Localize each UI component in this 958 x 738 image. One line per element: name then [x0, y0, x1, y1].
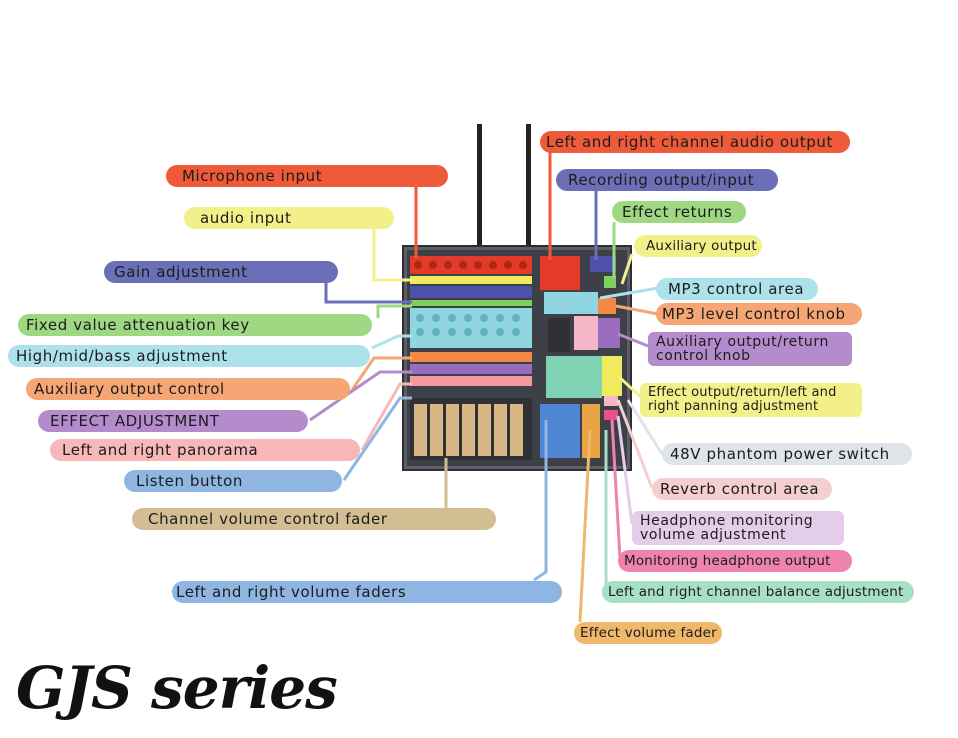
label-eq-adjustment: High/mid/bass adjustment	[8, 345, 370, 367]
label-effect-adjustment: EFFECT ADJUSTMENT	[38, 410, 308, 432]
label-fixed-attenuation: Fixed value attenuation key	[18, 314, 372, 336]
antenna-left	[477, 124, 482, 248]
label-headphone-volume: Headphone monitoring volume adjustment	[632, 511, 844, 545]
label-aux-output-control: Auxiliary output control	[26, 378, 350, 400]
mixer-console	[402, 245, 632, 471]
label-channel-fader: Channel volume control fader	[132, 508, 496, 530]
label-lr-panorama: Left and right panorama	[50, 439, 360, 461]
label-effect-returns: Effect returns	[612, 201, 746, 223]
left-leader-lines	[309, 186, 548, 582]
label-mp3-knob: MP3 level control knob	[656, 303, 862, 325]
label-aux-knob: Auxiliary output/return control knob	[648, 332, 852, 366]
label-mp3-control: MP3 control area	[656, 278, 818, 300]
right-leader-lines	[548, 152, 664, 623]
label-listen-button: Listen button	[124, 470, 342, 492]
label-headphone-output: Monitoring headphone output	[618, 550, 852, 572]
label-lr-audio-output: Left and right channel audio output	[540, 131, 850, 153]
label-reverb-control: Reverb control area	[652, 478, 832, 500]
label-microphone-input: Microphone input	[166, 165, 448, 187]
label-recording-io: Recording output/input	[556, 169, 778, 191]
antenna-right	[526, 124, 531, 248]
series-title: GJS series	[16, 654, 338, 722]
label-effect-volume-fader: Effect volume fader	[574, 622, 722, 644]
label-auxiliary-output: Auxiliary output	[634, 235, 762, 257]
label-phantom-power: 48V phantom power switch	[662, 443, 912, 465]
label-lr-balance: Left and right channel balance adjustmen…	[602, 581, 914, 603]
label-lr-volume-faders: Left and right volume faders	[172, 581, 562, 603]
label-effect-panning: Effect output/return/left and right pann…	[640, 383, 862, 417]
label-gain-adjustment: Gain adjustment	[104, 261, 338, 283]
label-audio-input: audio input	[184, 207, 394, 229]
